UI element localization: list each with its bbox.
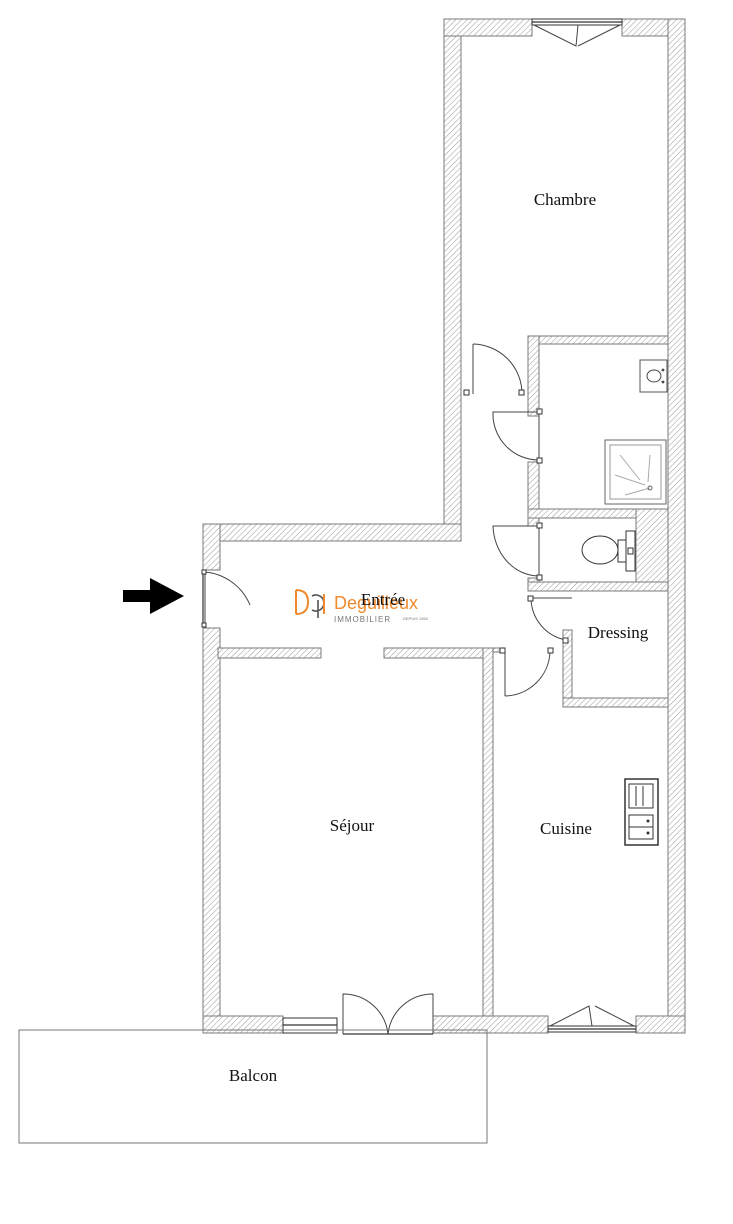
wall-bottom-right — [635, 1015, 686, 1034]
wall-chambre-bottom — [527, 335, 669, 345]
wall-sejour-top-left — [217, 647, 322, 659]
window-icon — [547, 1005, 637, 1033]
wall-outer-right — [667, 18, 686, 1034]
room-label-sejour: Séjour — [330, 816, 375, 835]
door-swing-icon — [492, 408, 543, 464]
shower-tray-icon — [604, 439, 667, 505]
wall-shaft — [635, 508, 669, 590]
window-icon — [282, 1017, 338, 1034]
toilet-icon — [581, 530, 636, 572]
wall-wc-bottom — [527, 581, 669, 592]
door-swing-icon — [463, 343, 525, 396]
balcony-outline — [18, 1029, 488, 1144]
entrance-arrow-icon — [123, 578, 184, 614]
door-swing-icon — [342, 993, 434, 1035]
logo-since: DEPUIS 1963 — [403, 616, 429, 621]
door-swing-icon — [499, 647, 554, 697]
wall-sejour-cuisine — [482, 647, 494, 1021]
wall-outer-left — [202, 627, 221, 1034]
cooktop-icon — [624, 778, 659, 846]
door-swing-icon — [201, 569, 251, 628]
wall-chambre-left — [443, 18, 462, 536]
washbasin-icon — [639, 359, 668, 393]
wall-dressing-bottom — [562, 697, 669, 708]
wall-entree-top — [202, 523, 462, 542]
wall-outer-left-top — [202, 523, 221, 571]
wall-sejour-top-right — [383, 647, 494, 659]
wall-bath-left-upper — [527, 335, 540, 417]
room-label-cuisine: Cuisine — [540, 819, 592, 838]
logo-name: Deguilleux — [334, 593, 418, 613]
walls — [202, 18, 686, 1034]
door-swing-icon — [492, 522, 543, 581]
window-icon — [531, 18, 623, 47]
room-label-balcon: Balcon — [229, 1066, 278, 1085]
wall-chambre-top-left — [443, 18, 533, 37]
door-swing-icon — [527, 595, 572, 644]
room-label-chambre: Chambre — [534, 190, 596, 209]
room-label-entree: Entrée — [361, 590, 405, 609]
room-label-dressing: Dressing — [588, 623, 649, 642]
logo-mark-icon — [295, 589, 325, 618]
logo-watermark: Deguilleux IMMOBILIER DEPUIS 1963 — [295, 589, 429, 624]
wall-bath-left-lower — [527, 461, 540, 513]
logo-tagline: IMMOBILIER — [334, 615, 391, 624]
